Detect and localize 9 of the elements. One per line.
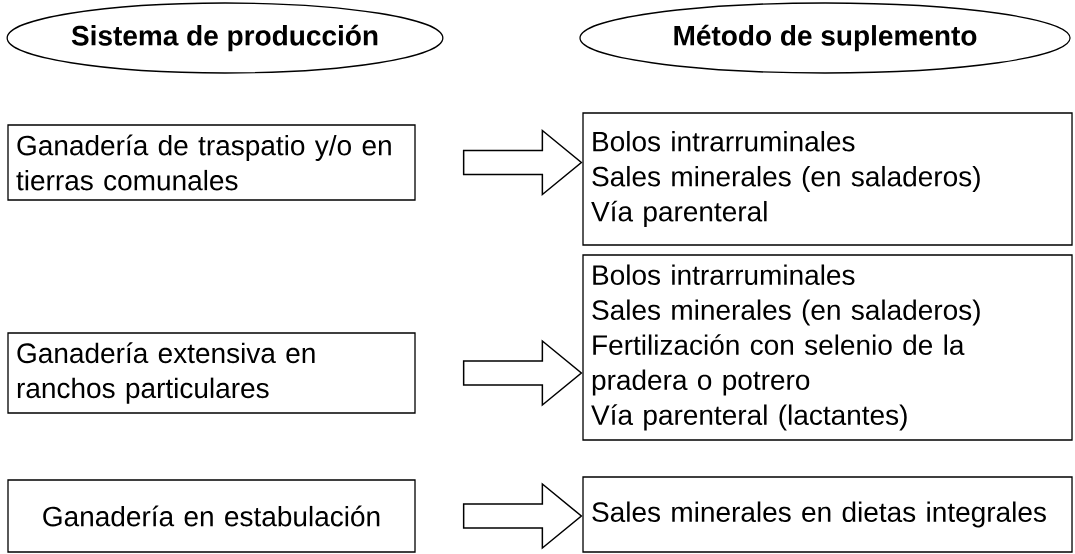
text-box: Bolos intrarruminales Sales minerales (en saladeros) Vía parenteral [582, 112, 1073, 246]
text-box: Bolos intrarruminales Sales minerales (en saladeros) Fertilización con selenio de la pradera o potrero Vía parenteral (lactantes) [582, 254, 1073, 441]
block-arrow [462, 128, 583, 197]
text-box: Ganadería extensiva en ranchos particulares [7, 332, 416, 414]
block-arrow [462, 482, 583, 550]
text-box: Sales minerales en dietas integrales [582, 476, 1073, 553]
text-box: Ganadería en estabulación [7, 479, 416, 553]
block-arrow [462, 339, 583, 407]
text-box: Ganadería de traspatio y/o en tierras comunales [7, 124, 416, 201]
